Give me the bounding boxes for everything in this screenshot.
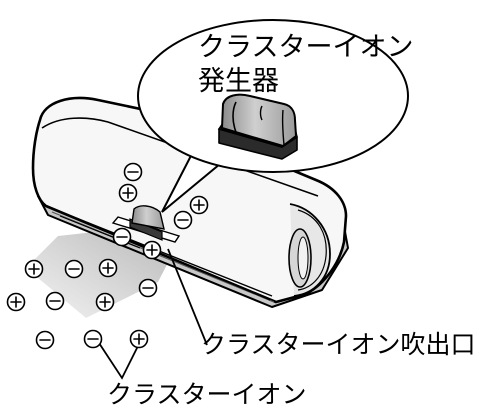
plus-ion-icon [95, 292, 115, 312]
plus-ion-icon [189, 195, 209, 215]
minus-ion-icon [112, 227, 132, 247]
minus-ion-icon [64, 259, 84, 279]
callout-bubble [137, 19, 409, 213]
minus-ion-icon [123, 162, 143, 182]
plus-ion-icon [24, 259, 44, 279]
minus-ion-icon [45, 291, 65, 311]
plus-ion-icon [142, 240, 162, 260]
generator-label-line2: 発生器 [198, 66, 279, 97]
ion-label: クラスターイオン [107, 380, 307, 409]
minus-ion-icon [173, 210, 193, 230]
minus-ion-icon [35, 330, 55, 350]
minus-ion-icon [83, 329, 103, 349]
outlet-leader-line [167, 248, 208, 346]
generator-large [217, 93, 298, 160]
minus-ion-icon [138, 278, 158, 298]
air-conditioner-unit [31, 96, 349, 308]
plus-ion-icon [129, 329, 149, 349]
ion-layer [6, 162, 209, 350]
plus-ion-icon [6, 292, 26, 312]
generator-small [129, 205, 165, 241]
ion-leader-lines [98, 342, 139, 380]
generator-label-line1: クラスターイオン [198, 32, 414, 63]
outlet-label: クラスターイオン吹出口 [201, 330, 476, 359]
plus-ion-icon [118, 183, 138, 203]
plus-ion-icon [98, 258, 118, 278]
